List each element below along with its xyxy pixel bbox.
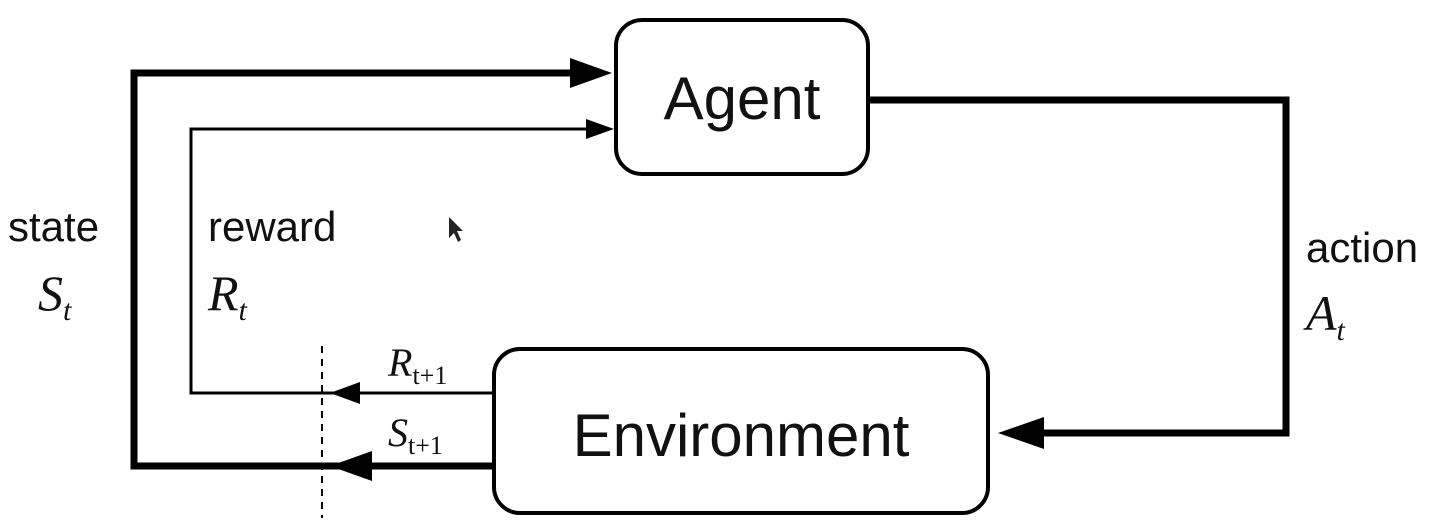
mouse-cursor-icon — [449, 217, 463, 242]
next-reward-symbol: Rt+1 — [387, 340, 447, 390]
action-label: action — [1306, 224, 1418, 271]
next-reward-arrowhead — [330, 382, 360, 404]
state-arrowhead — [570, 58, 612, 88]
reward-arrowhead — [586, 119, 614, 139]
state-arrow-line — [130, 69, 572, 470]
next-state-arrowhead — [330, 451, 372, 481]
environment-node: Environment — [492, 347, 990, 515]
action-arrowhead — [998, 417, 1044, 449]
agent-node: Agent — [614, 18, 870, 176]
reward-label: reward — [208, 203, 336, 250]
state-label: state — [8, 203, 99, 250]
state-symbol: St — [38, 265, 72, 327]
state-arrow — [130, 58, 612, 481]
action-arrow — [868, 96, 1290, 449]
next-state-symbol: St+1 — [388, 410, 443, 460]
agent-label: Agent — [664, 65, 821, 132]
action-symbol: At — [1303, 285, 1346, 347]
environment-box — [492, 347, 990, 515]
environment-label: Environment — [573, 402, 910, 469]
reward-symbol: Rt — [207, 265, 248, 327]
action-arrow-line — [868, 96, 1290, 437]
reward-arrow — [189, 119, 614, 404]
